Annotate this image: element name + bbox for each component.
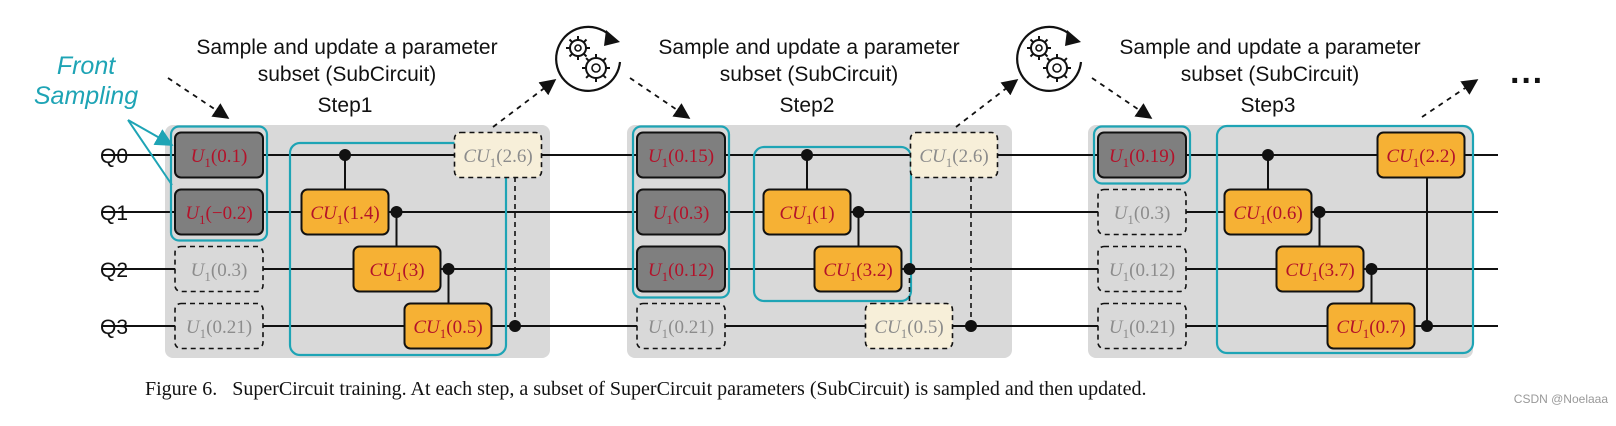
u1-gate-label: U1(0.21): [1109, 317, 1175, 341]
subcircuit-box: [631, 125, 731, 299]
qubit-label: Q2: [100, 259, 128, 282]
cu1-gate-label: CU1(0.5): [874, 317, 943, 341]
sample-update-text: subset (SubCircuit): [720, 63, 899, 86]
subcircuit-box: [288, 141, 508, 357]
control-dot: [1421, 320, 1433, 332]
subcircuit-box: [1092, 125, 1192, 185]
dashed-arrow: [629, 77, 691, 119]
cu1-gate-label: CU1(0.7): [1336, 317, 1405, 341]
cu1-gate-label: CU1(3.7): [1285, 260, 1354, 284]
control-dot: [1262, 149, 1274, 161]
u1-gate-label: U1(0.19): [1109, 146, 1175, 170]
u1-gate-label: U1(0.12): [1109, 260, 1175, 284]
dashed-arrow: [167, 77, 230, 119]
front-sampling-label-2: Sampling: [34, 82, 138, 110]
u1-gate: [174, 302, 264, 350]
control-dot: [390, 206, 403, 218]
qubit-label: Q3: [100, 316, 128, 339]
control-dot: [1313, 206, 1326, 218]
cu1-gate-label: CU1(2.2): [1386, 146, 1455, 170]
dashed-arrow: [955, 79, 1019, 128]
cu1-gate-label: CU1(1): [779, 203, 834, 227]
watermark: CSDN @Noelaaa: [1514, 392, 1609, 406]
qubit-label: Q1: [100, 202, 128, 225]
control-dot: [965, 320, 977, 332]
sample-update-text: Sample and update a parameter: [658, 36, 959, 59]
control-dot: [442, 263, 455, 275]
u1-gate-label: U1(0.3): [653, 203, 710, 227]
subcircuit-box: [1215, 124, 1475, 355]
u1-gate-label: U1(0.21): [648, 317, 714, 341]
u1-gate: [636, 188, 726, 236]
cu1-gate-label: CU1(1.4): [310, 203, 379, 227]
u1-gate: [1097, 131, 1187, 179]
u1-gate: [174, 245, 264, 293]
dashed-arrow: [1421, 79, 1479, 118]
u1-gate: [636, 302, 726, 350]
step-title: Step3: [1241, 94, 1296, 117]
control-dot: [509, 320, 521, 332]
ellipsis: ···: [1510, 62, 1544, 100]
u1-gate-label: U1(0.1): [191, 146, 248, 170]
cu1-gate-label: CU1(2.6): [919, 146, 988, 170]
cu1-gate: [909, 131, 999, 179]
u1-gate: [1097, 245, 1187, 293]
u1-gate-label: U1(0.3): [191, 260, 248, 284]
control-dot: [801, 149, 813, 161]
step-panel: [165, 125, 550, 358]
control-dot: [903, 263, 916, 275]
subcircuit-box: [752, 145, 913, 303]
gear-cycle-icon: [555, 25, 622, 92]
cu1-gate-label: CU1(3): [369, 260, 424, 284]
u1-gate-label: U1(0.12): [648, 260, 714, 284]
cu1-gate-label: CU1(0.5): [413, 317, 482, 341]
sample-update-text: Sample and update a parameter: [196, 36, 497, 59]
cu1-gate: [453, 131, 543, 179]
dashed-arrow: [492, 79, 557, 128]
step-panel: [627, 125, 1012, 358]
sample-update-text: subset (SubCircuit): [1181, 63, 1360, 86]
sample-update-text: subset (SubCircuit): [258, 63, 437, 86]
front-sampling-label-1: Front: [57, 52, 116, 80]
u1-gate-label: U1(0.15): [648, 146, 714, 170]
cu1-gate-label: CU1(2.6): [463, 146, 532, 170]
front-sampling-arrow: [127, 119, 174, 146]
control-dot: [852, 206, 865, 218]
u1-gate-label: U1(0.21): [186, 317, 252, 341]
u1-gate-label: U1(−0.2): [185, 203, 252, 227]
u1-gate: [174, 131, 264, 179]
figure-caption: Figure 6. SuperCircuit training. At each…: [145, 378, 1146, 400]
dashed-arrow: [1091, 77, 1153, 119]
u1-gate: [636, 245, 726, 293]
step-title: Step2: [780, 94, 835, 117]
u1-gate: [174, 188, 264, 236]
u1-gate: [1097, 188, 1187, 236]
step-title: Step1: [318, 94, 373, 117]
cu1-gate-label: CU1(3.2): [823, 260, 892, 284]
gear-cycle-icon: [1016, 25, 1083, 92]
control-dot: [1365, 263, 1378, 275]
sample-update-text: Sample and update a parameter: [1119, 36, 1420, 59]
cu1-gate: [864, 302, 954, 350]
control-dot: [339, 149, 351, 161]
cu1-gate-label: CU1(0.6): [1233, 203, 1302, 227]
qubit-label: Q0: [100, 145, 128, 168]
u1-gate-label: U1(0.3): [1114, 203, 1171, 227]
cu1-gate: [1376, 131, 1466, 179]
front-sampling-arrow: [127, 119, 173, 186]
u1-gate: [636, 131, 726, 179]
u1-gate: [1097, 302, 1187, 350]
